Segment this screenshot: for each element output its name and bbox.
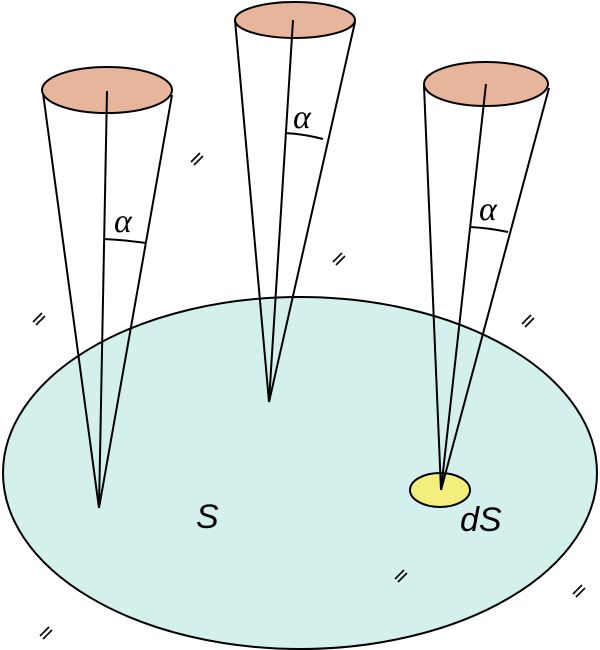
hatch-mark	[572, 584, 586, 598]
hatch-mark	[39, 626, 53, 640]
angle-label: α	[114, 203, 133, 240]
hatch-mark	[394, 569, 408, 583]
right-cone: α	[423, 61, 550, 491]
surface-label: S	[196, 498, 219, 536]
middle-cone: α	[234, 1, 356, 403]
angle-label: α	[293, 99, 312, 136]
hatch-mark	[32, 312, 46, 326]
surface-s	[2, 296, 598, 650]
angle-label: α	[479, 191, 498, 228]
hatch-mark	[190, 152, 204, 166]
hatch-marks	[32, 152, 586, 640]
element-label: dS	[460, 501, 502, 539]
left-cone: α	[41, 66, 173, 509]
hatch-mark	[332, 252, 346, 266]
hatch-mark	[521, 314, 535, 328]
